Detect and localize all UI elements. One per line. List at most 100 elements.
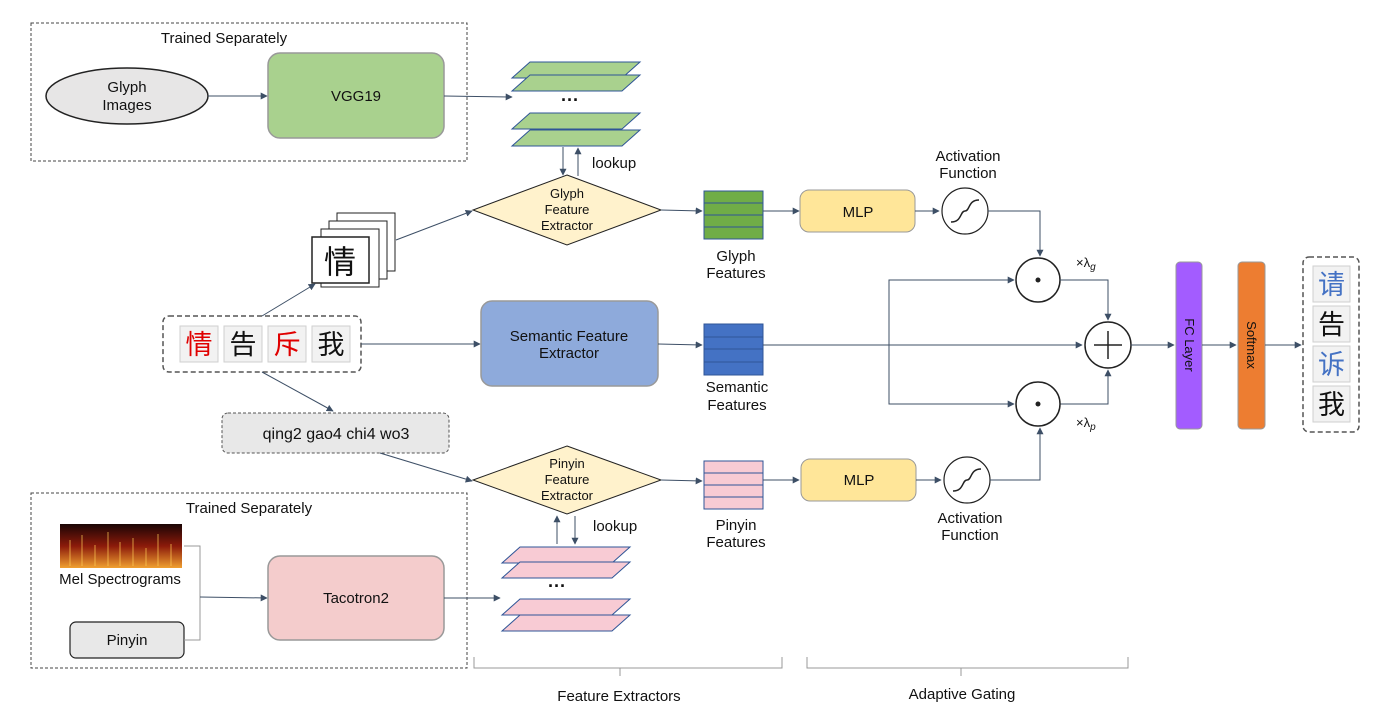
pinyin-features-label-1: Pinyin (716, 517, 757, 534)
activation-bottom-icon (943, 456, 991, 504)
pinyin-input-label: Pinyin (107, 632, 148, 649)
mlp-top: MLP (799, 189, 916, 233)
glyph-extractor-label-1: Glyph (550, 186, 584, 201)
pinyin-features-block (703, 460, 764, 510)
arrow-semantic-to-features (657, 341, 703, 349)
bottom-group-border (30, 492, 468, 669)
arrow-extractor-to-pinyin-features (660, 477, 703, 485)
lambda-p-label: ×λp (1076, 415, 1096, 433)
output-char-2-text: 告 (1318, 310, 1345, 341)
top-trained-group: Trained Separately Glyph Images VGG19 (30, 22, 468, 162)
glyph-image-stack: 情 (311, 212, 396, 288)
glyph-extractor-label-3: Extractor (541, 218, 594, 233)
input-char-3-text: 斥 (274, 330, 301, 361)
arrow-semantic-to-multiply-bottom (888, 345, 1015, 408)
arrow-activation-top-to-multiply (988, 210, 1044, 257)
arrow-input-to-glyph-image (261, 283, 316, 317)
input-char-1: 情 (179, 325, 219, 363)
glyph-feature-extractor: Glyph Feature Extractor (471, 174, 663, 246)
arrow-multiply-top-to-add (1060, 279, 1112, 321)
activation-bottom-label-1: Activation (937, 510, 1002, 527)
input-char-2: 告 (223, 325, 263, 363)
output-char-1-text: 请 (1318, 270, 1345, 301)
softmax-label: Softmax (1244, 321, 1259, 369)
mlp-bottom-label: MLP (844, 472, 875, 489)
input-char-4: 我 (311, 325, 351, 363)
activation-top-icon (941, 187, 989, 235)
glyph-images-node: Glyph Images (45, 67, 209, 125)
pinyin-stack-dots: ··· (548, 576, 566, 596)
semantic-feature-extractor: Semantic Feature Extractor (480, 300, 659, 387)
lookup-bottom-label: lookup (593, 518, 637, 535)
mel-spectrogram-image (60, 524, 182, 568)
output-char-1: 请 (1312, 265, 1351, 303)
multiply-top-node (1015, 257, 1061, 303)
glyph-extractor-label-2: Feature (545, 202, 590, 217)
glyph-features-block (703, 190, 764, 240)
semantic-features-label-2: Features (707, 397, 766, 414)
input-char-3: 斥 (267, 325, 307, 363)
input-characters: 情告斥我 (162, 315, 362, 373)
bottom-group-title: Trained Separately (186, 500, 313, 517)
semantic-features-block (703, 323, 764, 376)
glyph-image-char: 情 (324, 243, 356, 281)
arrow-multiply-bottom-to-add (1060, 369, 1112, 405)
input-char-1-text: 情 (186, 330, 213, 361)
output-char-2: 告 (1312, 305, 1351, 343)
arrow-semantic-to-multiply-top (888, 276, 1015, 345)
pinyin-text-box: qing2 gao4 chi4 wo3 (221, 412, 450, 454)
add-node (1084, 321, 1132, 369)
adaptive-gating-label: Adaptive Gating (909, 686, 1016, 703)
top-group-border (30, 22, 468, 162)
arrow-pinyin-text-to-extractor (379, 452, 473, 483)
arrow-input-to-pinyin-text (261, 371, 334, 412)
pinyin-feature-extractor: Pinyin Feature Extractor (471, 445, 663, 515)
multiply-bottom-node (1015, 381, 1061, 427)
pinyin-input-node: Pinyin (69, 621, 185, 659)
tacotron2-node: Tacotron2 (267, 555, 445, 641)
fc-layer-label: FC Layer (1182, 318, 1197, 372)
output-char-4-text: 我 (1318, 390, 1345, 421)
tacotron2-label: Tacotron2 (323, 590, 389, 607)
glyph-features-label-1: Glyph (716, 248, 755, 265)
vgg19-label: VGG19 (331, 88, 381, 105)
vgg19-node: VGG19 (267, 52, 445, 139)
lambda-g-label: ×λg (1076, 255, 1096, 273)
input-merge-bracket (184, 545, 201, 641)
bottom-trained-group: Trained Separately Mel Spectrograms Piny… (30, 492, 468, 669)
pinyin-text: qing2 gao4 chi4 wo3 (263, 426, 410, 443)
output-char-3: 诉 (1312, 345, 1351, 383)
activation-top-label-2: Function (939, 165, 997, 182)
output-char-3-text: 诉 (1318, 350, 1345, 381)
arrow-activation-bottom-to-multiply (990, 427, 1044, 481)
feature-extractors-label: Feature Extractors (557, 688, 680, 705)
semantic-features-label-1: Semantic (706, 379, 769, 396)
mlp-bottom: MLP (800, 458, 917, 502)
arrow-vgg-to-glyph-stack (443, 93, 513, 101)
pinyin-extractor-label-3: Extractor (541, 488, 594, 503)
fc-layer: FC Layer (1175, 261, 1203, 430)
glyph-images-label-2: Images (102, 97, 151, 114)
semantic-extractor-label-1: Semantic Feature (510, 328, 628, 345)
top-group-title: Trained Separately (161, 30, 288, 47)
glyph-stack-dots: ··· (561, 90, 579, 110)
lookup-top-label: lookup (592, 155, 636, 172)
activation-bottom-label-2: Function (941, 527, 999, 544)
pinyin-extractor-label-1: Pinyin (549, 456, 584, 471)
mel-label: Mel Spectrograms (59, 571, 181, 588)
adaptive-gating-brace: Adaptive Gating (806, 657, 1129, 703)
glyph-images-label-1: Glyph (107, 79, 146, 96)
activation-top-label-1: Activation (935, 148, 1000, 165)
output-border (1302, 256, 1360, 433)
semantic-extractor-label-2: Extractor (539, 345, 599, 362)
arrow-inputs-to-tacotron (199, 594, 268, 602)
softmax-layer: Softmax (1237, 261, 1266, 430)
mlp-top-label: MLP (843, 204, 874, 221)
input-char-2-text: 告 (230, 330, 257, 361)
pinyin-extractor-label-2: Feature (545, 472, 590, 487)
pinyin-embedding-stack: ··· (500, 546, 632, 632)
output-char-4: 我 (1312, 385, 1351, 423)
glyph-features-label-2: Features (706, 265, 765, 282)
